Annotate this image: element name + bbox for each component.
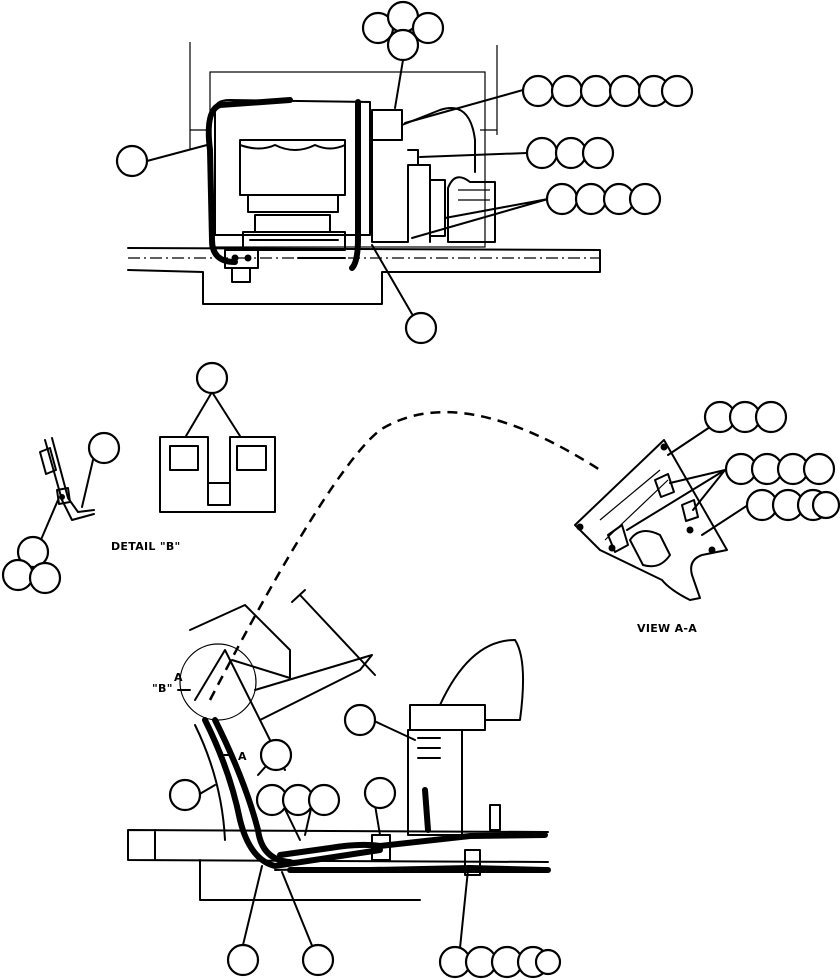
view-aa-panel bbox=[574, 400, 840, 601]
detail-b-label: DETAIL "B" bbox=[111, 540, 181, 553]
section-a-marker-top: A bbox=[174, 671, 183, 684]
pedal-pair bbox=[159, 361, 276, 513]
side-assembly-view bbox=[127, 589, 562, 979]
top-assembly-view bbox=[115, 0, 694, 345]
section-callout-dashed-line bbox=[208, 410, 601, 701]
section-b-marker: "B" bbox=[152, 682, 173, 695]
section-a-marker-bottom: A bbox=[238, 750, 247, 763]
view-aa-label: VIEW A-A bbox=[637, 622, 698, 635]
detail-b-bracket bbox=[1, 431, 121, 595]
